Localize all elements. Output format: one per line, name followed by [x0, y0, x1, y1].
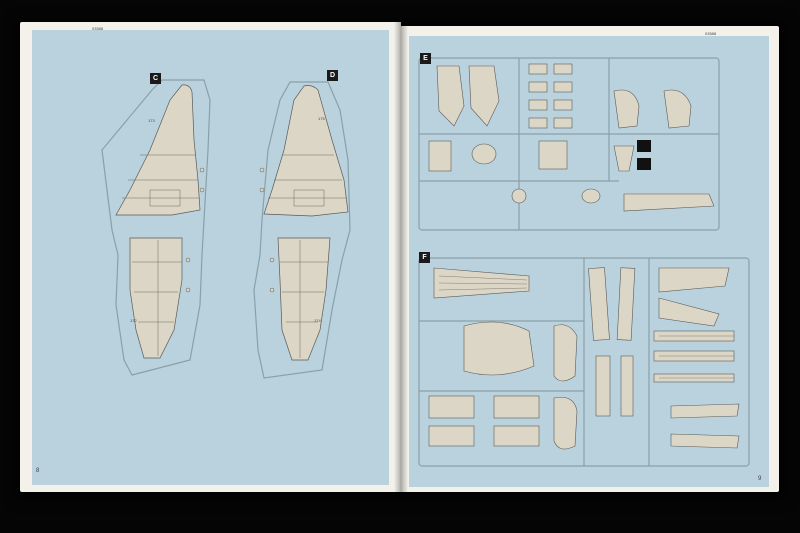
sprue-e-label: E [420, 53, 431, 64]
part-number-174: 174 [314, 318, 321, 323]
part-number-172: 172 [130, 318, 137, 323]
sprue-d-label: D [327, 70, 338, 81]
left-page-number: 8 [36, 468, 40, 474]
left-sprue-drawing [101, 79, 351, 379]
left-page-code: 03588 [92, 26, 104, 31]
part-number-173: 173 [148, 118, 155, 123]
left-sprue-panel [32, 30, 389, 485]
page-gutter [394, 22, 408, 492]
sprue-c-label: C [150, 73, 161, 84]
right-sprue-drawing [418, 57, 750, 467]
right-page-number: 9 [758, 476, 762, 482]
part-number-175: 175 [318, 116, 325, 121]
sprue-f-label: F [419, 252, 430, 263]
right-page-code: 03588 [705, 31, 717, 36]
